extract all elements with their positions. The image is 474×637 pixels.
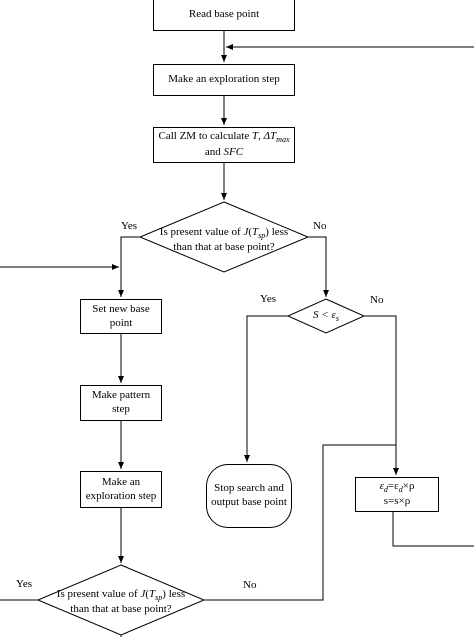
decision2-line1: Is present value of J((TTsp) less (45, 588, 197, 603)
update-d2: d (398, 484, 403, 494)
arrow-decision-s-no (364, 315, 399, 475)
decision-s-no-label: No (370, 294, 384, 306)
decision1-no-label: No (313, 220, 327, 232)
stop-terminal: Stop search and output base point (206, 464, 292, 528)
calc-comma: , (258, 130, 264, 143)
update-times: ×ρ (402, 479, 415, 492)
arrow-decision1-yes (118, 236, 140, 297)
decision2-yes-label: Yes (16, 578, 33, 590)
decision2-sp: sp (155, 593, 163, 603)
decision1-text: Is present value of J((TTsp) less than t… (148, 226, 300, 254)
decision2-post: ) less (162, 588, 186, 600)
update-d: d (383, 484, 388, 494)
exploration-step2-label: Make an exploration step (85, 475, 157, 502)
pattern-step-box: Make pattern step (80, 385, 162, 421)
decision1-line2: than that at base point? (173, 241, 275, 254)
decision1-sp: sp (258, 231, 266, 241)
decision-s-text: S < εs (296, 309, 356, 324)
decision1-line1: Is present value of J((TTsp) less (148, 226, 300, 241)
update-line1: εd=εd×ρ (380, 480, 415, 496)
arrow-decision-s-yes (244, 315, 288, 462)
calculate-line2: and SFC (205, 146, 243, 160)
update-line2: s=s×ρ (383, 495, 411, 508)
pattern-step-label: Make pattern step (91, 389, 151, 415)
calc-max: max (276, 135, 290, 145)
decision1-shape (138, 201, 310, 273)
decision1-yes-label: Yes (121, 220, 138, 232)
read-base-point-label: Read base point (188, 8, 260, 21)
arrow-decision2-no (204, 444, 396, 601)
decision2-line2: than that at base point? (70, 603, 172, 616)
decision-s-yes-label: Yes (260, 293, 277, 305)
arrow-decision1-no (308, 236, 329, 297)
update-eps: ε (379, 479, 384, 492)
calculate-box: Call ZM to calculate T, ΔTmax and SFC (153, 127, 295, 163)
calc-delta-t: ΔT (263, 130, 277, 143)
exploration-step2-box: Make an exploration step (80, 471, 162, 508)
update-mid: =ε (387, 479, 399, 492)
calculate-line1: Call ZM to calculate T, ΔTmax (159, 130, 290, 146)
decision1-post: ) less (265, 226, 289, 238)
decision1-t-paren: ((TTsp (248, 226, 266, 241)
decision1-j: J (243, 226, 249, 238)
calc-and: and (204, 145, 224, 158)
set-new-base-label: Set new base point (92, 302, 150, 329)
decision1-pre: Is present value of (159, 226, 244, 238)
update-epsilon-box: εd=εd×ρ s=s×ρ (355, 477, 439, 512)
stop-label: Stop search and output base point (211, 482, 287, 508)
decision2-pre: Is present value of (56, 588, 141, 600)
decision2-no-label: No (243, 579, 257, 591)
decision2-j: J (140, 588, 146, 600)
decision-s-shape (286, 298, 366, 334)
decision2-text: Is present value of J((TTsp) less than t… (45, 588, 197, 616)
calc-t: T (251, 130, 259, 143)
arrow-update-loop-out (392, 512, 474, 547)
decision-s-condition: S < ε (313, 309, 336, 321)
decision2-t-paren: ((TTsp (145, 588, 163, 603)
exploration-step-box: Make an exploration step (153, 64, 295, 96)
decision-s-sub: s (335, 314, 339, 324)
set-new-base-box: Set new base point (80, 299, 162, 334)
read-base-point-box: Read base point (153, 0, 295, 31)
exploration-step-label: Make an exploration step (168, 73, 280, 86)
calc-sfc: SFC (223, 145, 244, 158)
calc-text: Call ZM to calculate (158, 130, 252, 143)
